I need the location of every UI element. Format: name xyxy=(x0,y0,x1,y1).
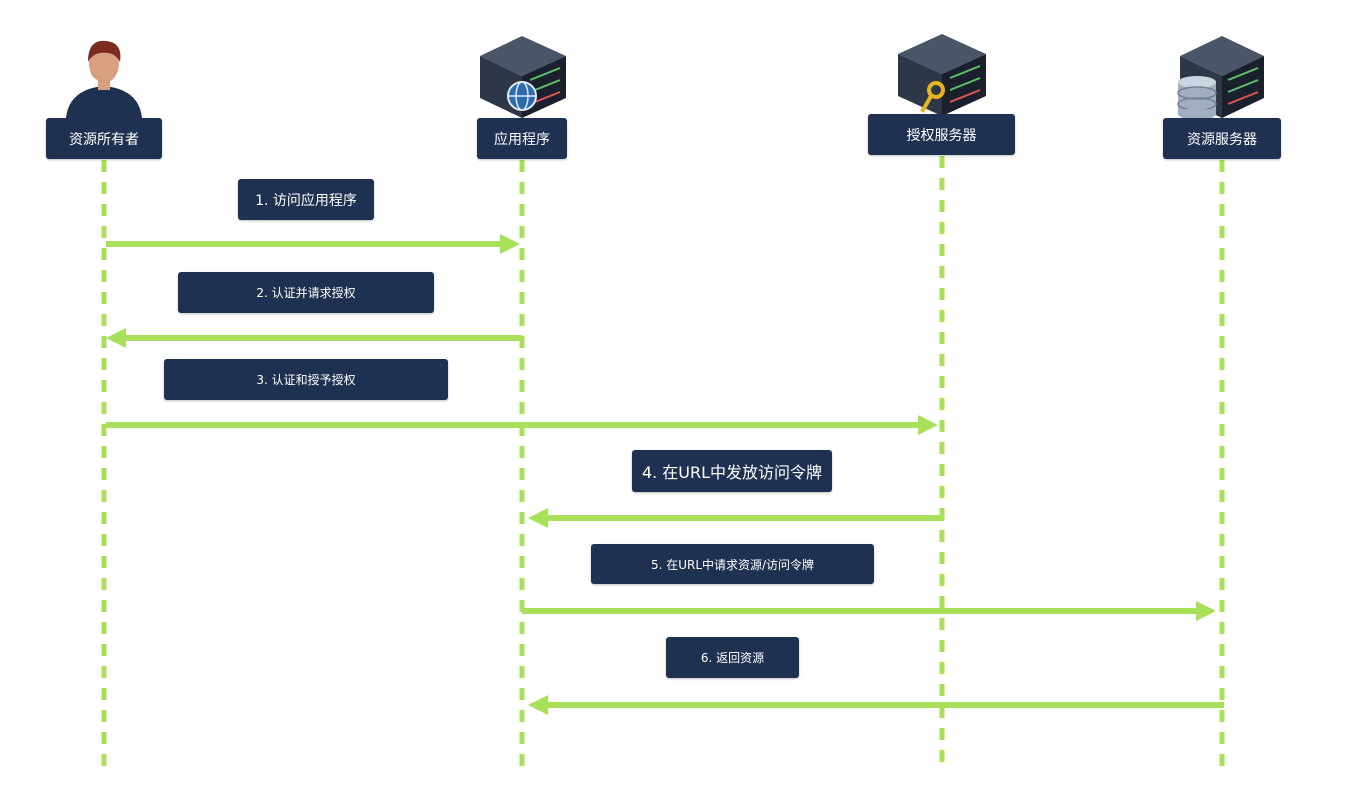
arrow-1 xyxy=(106,234,520,254)
message-5-label: 5. 在URL中请求资源/访问令牌 xyxy=(591,544,874,584)
message-1-label: 1. 访问应用程序 xyxy=(238,179,374,220)
actor-app-label: 应用程序 xyxy=(477,118,567,159)
message-6-label: 6. 返回资源 xyxy=(666,637,799,678)
person-icon xyxy=(66,40,142,118)
arrow-4 xyxy=(528,508,944,528)
arrow-2 xyxy=(106,328,522,348)
message-4-label: 4. 在URL中发放访问令牌 xyxy=(632,450,832,492)
key-server-icon xyxy=(898,34,986,116)
actor-resource-label: 资源服务器 xyxy=(1163,118,1281,159)
arrow-6 xyxy=(528,695,1224,715)
message-2-label: 2. 认证并请求授权 xyxy=(178,272,434,313)
database-server-icon xyxy=(1177,36,1264,120)
arrow-5 xyxy=(522,601,1216,621)
message-3-label: 3. 认证和授予授权 xyxy=(164,359,448,400)
web-server-icon xyxy=(480,36,566,118)
arrow-3 xyxy=(106,415,938,435)
actor-owner-label: 资源所有者 xyxy=(46,118,162,159)
actor-auth-label: 授权服务器 xyxy=(868,114,1015,155)
